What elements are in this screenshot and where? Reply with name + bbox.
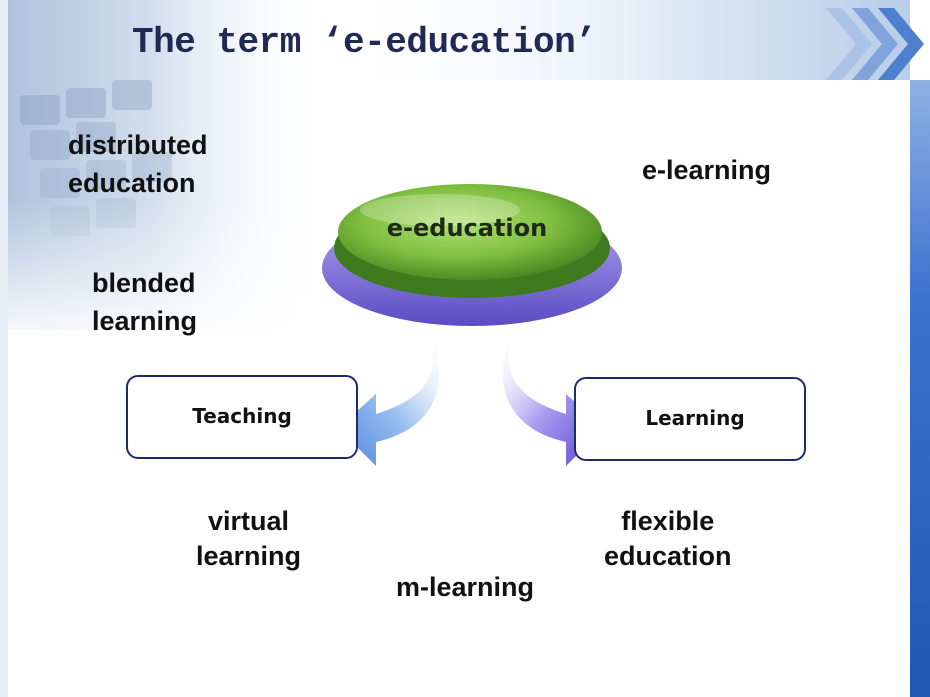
term-m-learning: m-learning: [396, 572, 535, 602]
left-edge: [0, 0, 8, 697]
header-band: [330, 0, 910, 80]
term-virtual-learning: virtual learning: [196, 506, 302, 572]
learning-label: Learning: [645, 406, 745, 430]
disc-top: [338, 184, 602, 280]
chevron-icons: [826, 8, 924, 80]
learning-box: [574, 377, 806, 461]
disc-highlight: [360, 194, 520, 226]
term-blended-learning: blended learning: [92, 268, 198, 337]
page-title: The term ‘e-education’: [132, 22, 597, 63]
right-accent-bar: [910, 80, 930, 697]
term-e-learning: e-learning: [642, 155, 772, 185]
teaching-label: Teaching: [192, 404, 292, 428]
arrow-to-teaching-icon: [338, 338, 440, 466]
center-label-e-education: e-education: [386, 214, 548, 242]
teaching-box: [126, 375, 358, 459]
term-distributed-education: distributed education: [68, 130, 208, 199]
photo-bottom-fade: [0, 200, 330, 350]
term-flexible-education: flexible education: [604, 506, 732, 572]
